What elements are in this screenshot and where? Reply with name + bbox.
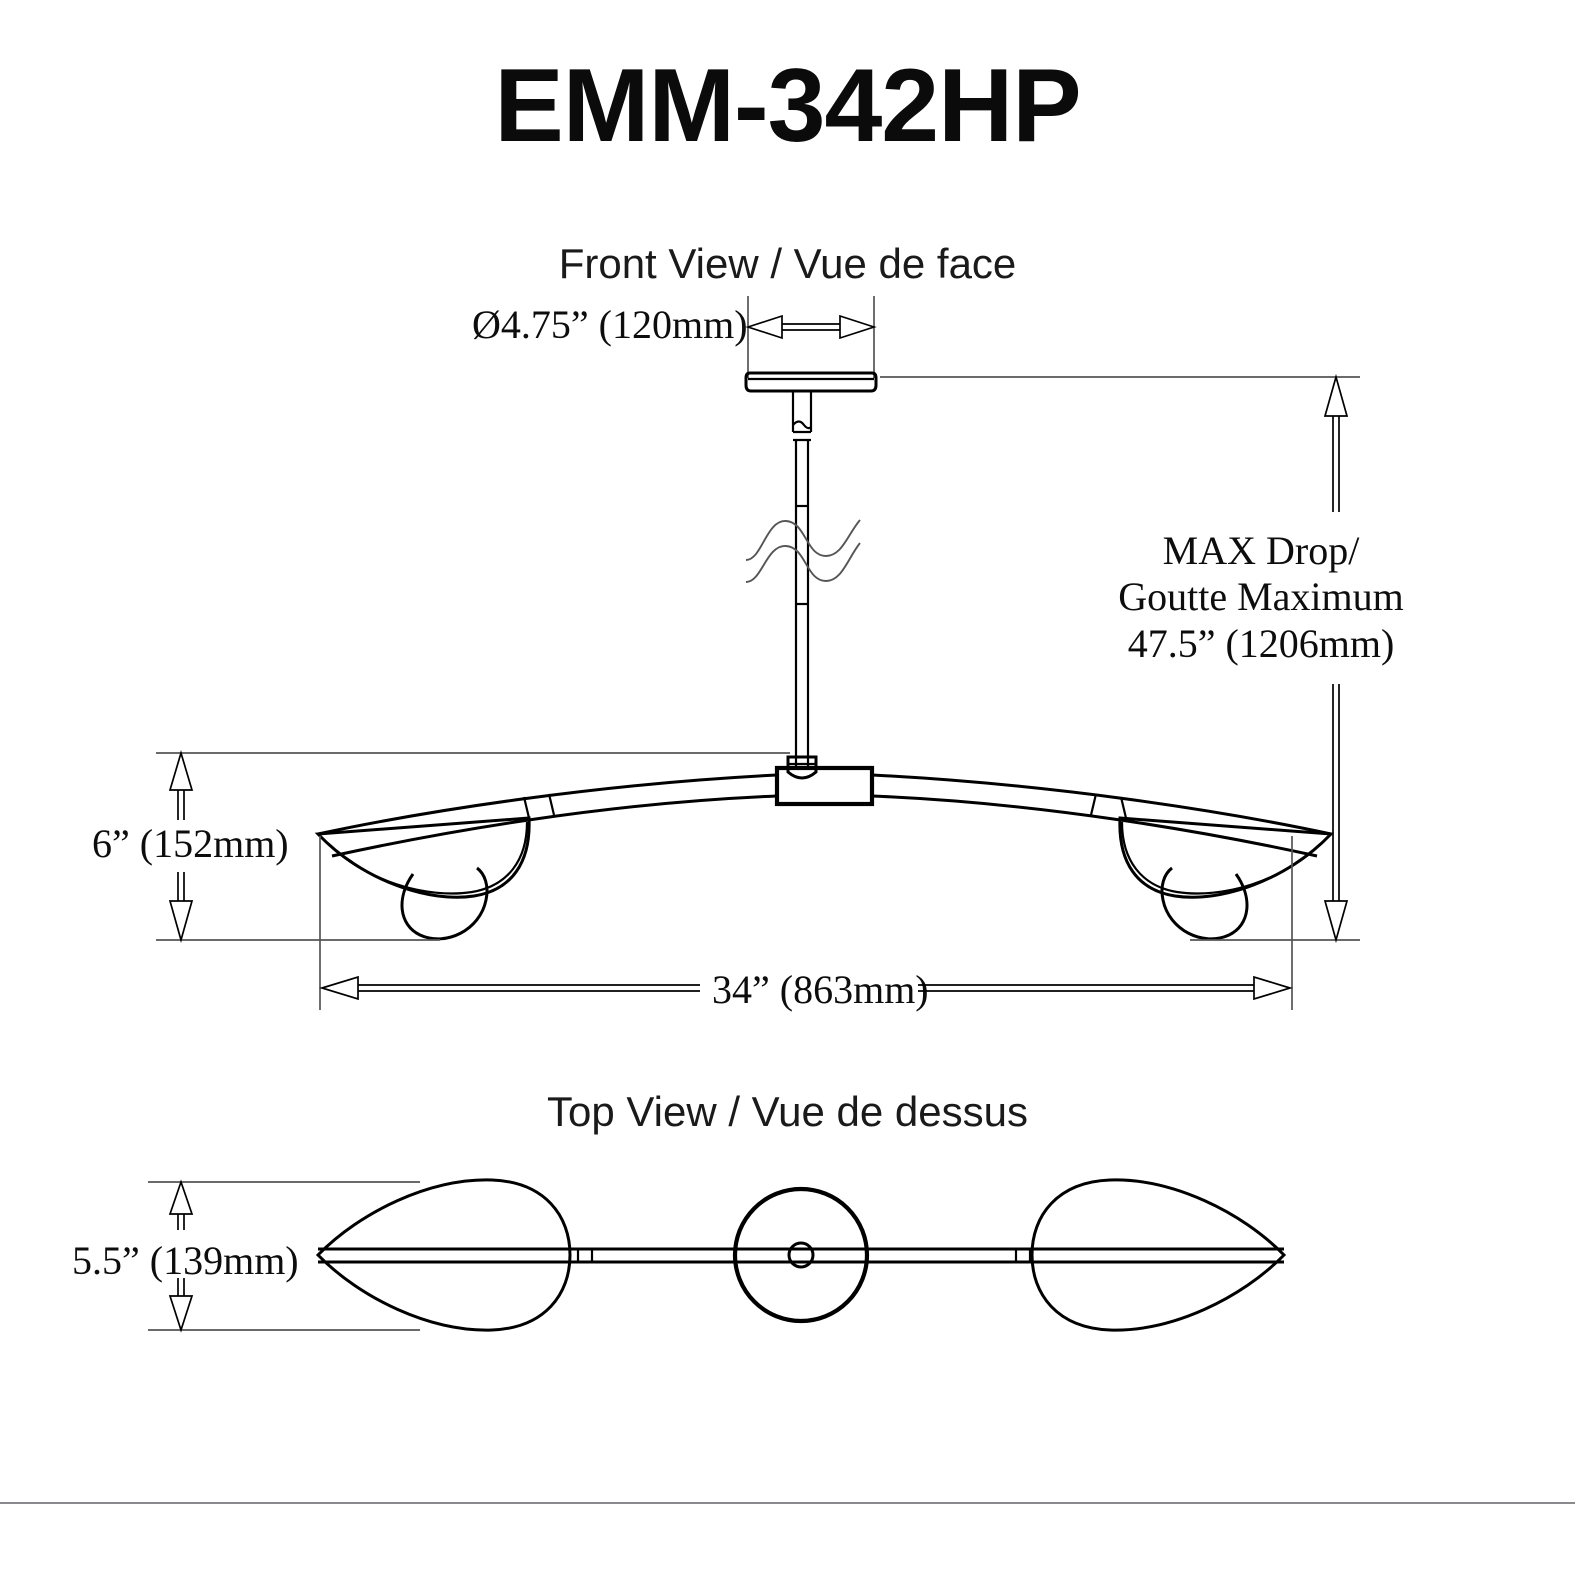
right-shade [1118,816,1335,899]
arm-joint-left [522,793,556,819]
footer-divider [0,1502,1575,1504]
max-drop-extension-lines [880,376,1360,941]
top-view-right-shade [1030,1178,1287,1332]
downrod-main [794,440,810,766]
height-dimension-arrow [168,750,194,944]
depth-dimension-arrow [168,1179,194,1333]
downrod-upper [791,391,813,442]
top-view-arm [318,1247,1284,1264]
break-symbol [745,519,861,583]
front-view-label: Front View / Vue de face [558,240,1017,287]
rod-collar [786,755,818,780]
right-bulb [1160,866,1249,941]
top-view-canopy-circle [732,1186,870,1324]
arm-joint-right [1089,793,1128,819]
left-shade [314,816,531,899]
width-dimension-arrow [319,975,1293,1001]
height-extension-lines [156,752,790,941]
left-bulb [400,866,489,941]
max-drop-dimension-arrow [1323,373,1349,944]
dimension-canopy-diameter: Ø4.75” (120mm) [472,302,748,347]
dimension-max-drop: MAX Drop/ Goutte Maximum 47.5” (1206mm) [1116,528,1406,667]
center-hub [774,765,875,807]
depth-extension-lines [148,1181,420,1331]
top-view-arm-joint-left [576,1249,594,1262]
dimension-overall-width: 34” (863mm) [712,967,929,1012]
top-view-left-shade [315,1178,572,1332]
top-view-label: Top View / Vue de dessus [547,1088,1028,1135]
canopy-plate [744,371,878,393]
page-title: EMM-342HP [494,48,1081,164]
curved-arm [317,773,1332,858]
dimension-fixture-height: 6” (152mm) [92,821,289,866]
top-view-arm-joint-right [1014,1249,1032,1262]
dimension-max-drop-line2: Goutte Maximum [1118,574,1404,620]
dimension-max-drop-line3: 47.5” (1206mm) [1127,620,1395,666]
canopy-diameter-extension-lines [747,296,875,378]
dimension-max-drop-line1: MAX Drop/ [1162,528,1360,573]
canopy-diameter-dimension-arrow [745,314,877,340]
dimension-overall-depth: 5.5” (139mm) [72,1238,299,1283]
width-extension-lines [319,836,1293,1010]
